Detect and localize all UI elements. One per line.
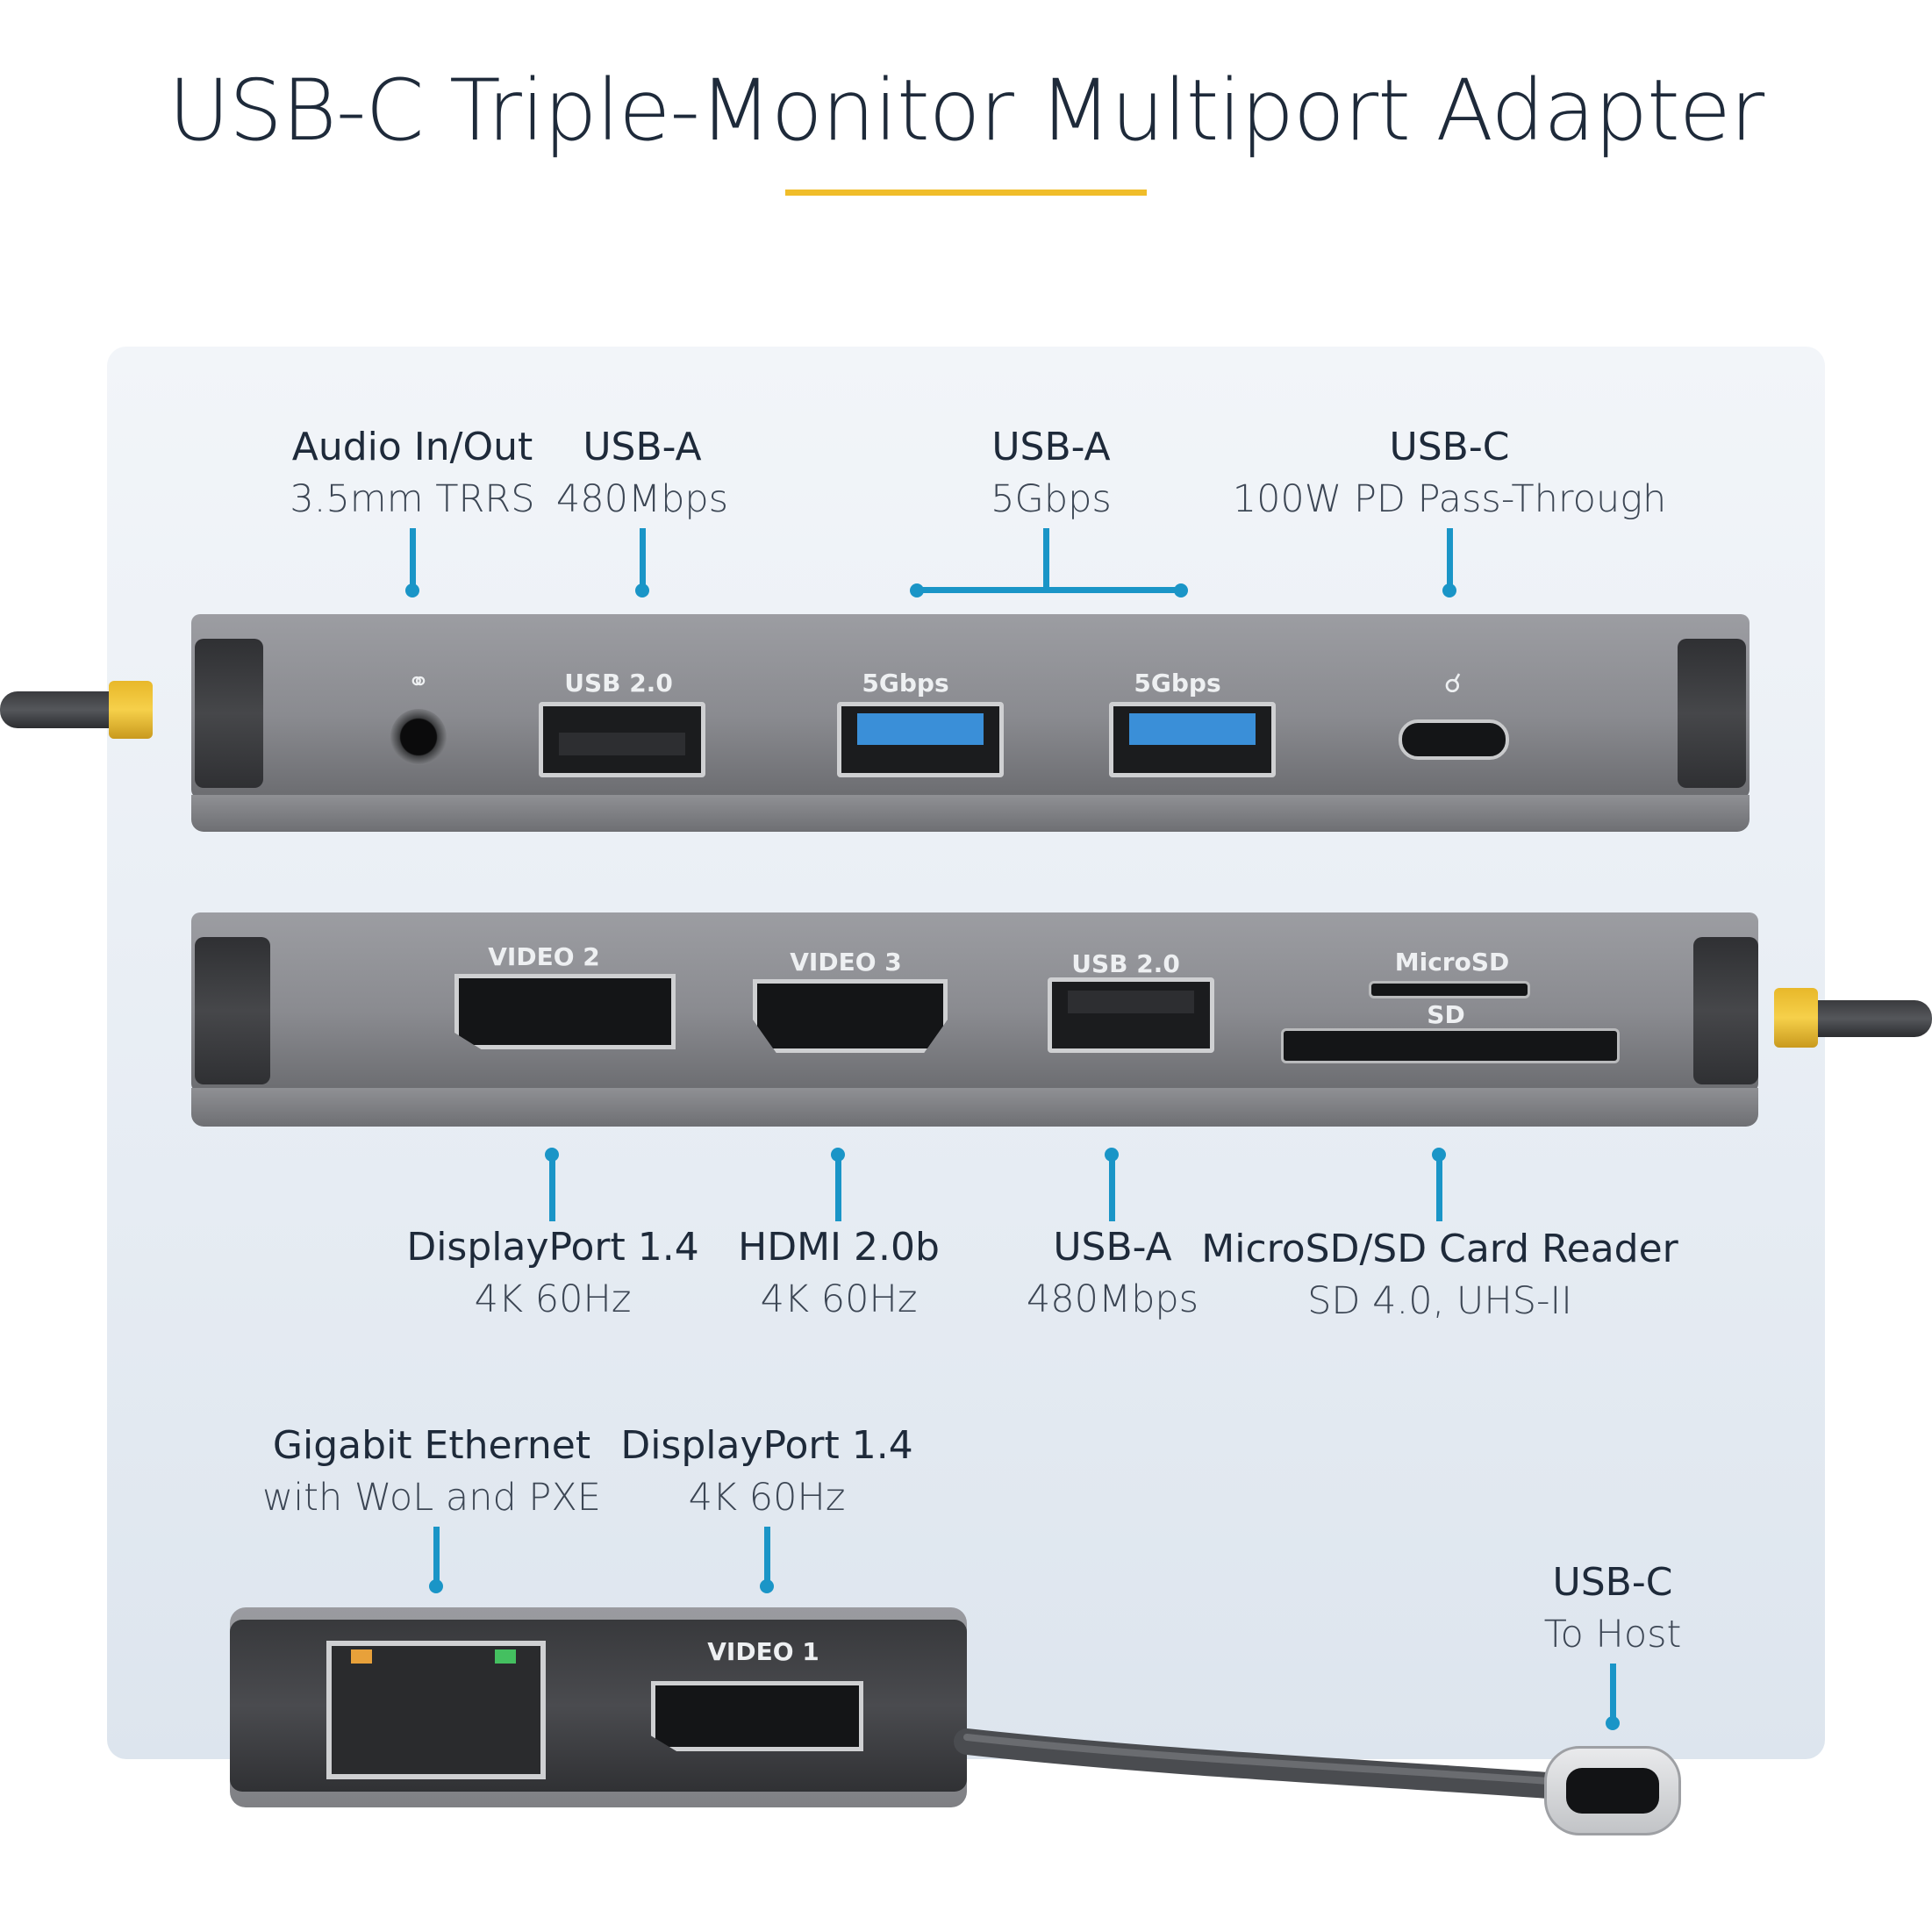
label-usbc-pd-sub: 100W PD Pass-Through: [1232, 477, 1667, 521]
mid-device-endcap-left: [195, 937, 270, 1084]
label-card-reader-main: MicroSD/SD Card Reader: [1201, 1227, 1678, 1271]
top-device-cable: [0, 691, 123, 728]
label-hdmi-main: HDMI 2.0b: [738, 1225, 940, 1270]
label-ethernet-main: Gigabit Ethernet: [272, 1423, 591, 1468]
usba-5gbps-port-a: [837, 702, 1004, 777]
callout-bracket-usba-5gbps: [917, 587, 1182, 593]
usba-5gbps-port-b: [1109, 702, 1276, 777]
label-host: USB-C To Host: [1544, 1556, 1682, 1660]
displayport-video2-port: [454, 974, 676, 1049]
callout-line-audio: [410, 528, 416, 590]
label-dp1-main: DisplayPort 1.4: [620, 1423, 913, 1468]
usba-480-port-top: [539, 702, 705, 777]
sd-marking: SD: [1427, 1000, 1465, 1029]
label-dp2: DisplayPort 1.4 4K 60Hz: [406, 1221, 698, 1325]
label-usbc-pd: USB-C 100W PD Pass-Through: [1233, 421, 1667, 525]
callout-dot-usba-5gbps-left: [910, 583, 924, 597]
video1-marking: VIDEO 1: [707, 1637, 819, 1666]
callout-dot-ethernet: [429, 1579, 443, 1593]
callout-line-hdmi: [835, 1155, 841, 1221]
callout-line-usba-5gbps: [1043, 528, 1049, 590]
callout-dot-card: [1432, 1148, 1446, 1162]
callout-dot-dp1: [760, 1579, 774, 1593]
label-hdmi: HDMI 2.0b 4K 60Hz: [738, 1221, 940, 1325]
label-card-reader-sub: SD 4.0, UHS-II: [1307, 1279, 1572, 1323]
rj45-port: [326, 1641, 546, 1779]
label-host-sub: To Host: [1543, 1613, 1682, 1657]
callout-dot-hdmi: [831, 1148, 845, 1162]
ethernet-led-green: [495, 1649, 516, 1664]
label-usba-5gbps-main: USB-A: [991, 425, 1111, 469]
sd-slot: [1281, 1028, 1620, 1063]
label-usba-5gbps: USB-A 5Gbps: [991, 421, 1112, 525]
callout-line-card: [1436, 1155, 1442, 1221]
callout-line-usba-480-top: [640, 528, 646, 590]
callout-dot-host: [1606, 1716, 1620, 1730]
mid-device-bottom: [191, 1088, 1758, 1127]
label-usba-mid-main: USB-A: [1053, 1225, 1172, 1270]
callout-line-dp2: [549, 1155, 555, 1221]
label-usbc-pd-main: USB-C: [1389, 425, 1510, 469]
microsd-slot: [1369, 981, 1530, 998]
label-dp1-sub: 4K 60Hz: [688, 1476, 846, 1520]
label-hdmi-sub: 4K 60Hz: [760, 1277, 918, 1321]
headset-icon: ⚭: [407, 667, 430, 698]
usb20-mid-marking: USB 2.0: [1071, 949, 1180, 978]
callout-line-usbc-pd: [1447, 528, 1453, 590]
video2-marking: VIDEO 2: [488, 942, 600, 971]
ethernet-led-amber: [351, 1649, 372, 1664]
power-plug-icon: ☌: [1443, 669, 1463, 699]
callout-dot-audio: [405, 583, 419, 597]
label-usba-mid-sub: 480Mbps: [1026, 1277, 1199, 1321]
label-usba-480-top: USB-A 480Mbps: [556, 421, 728, 525]
label-dp2-sub: 4K 60Hz: [474, 1277, 632, 1321]
microsd-marking: MicroSD: [1394, 948, 1510, 977]
displayport-video1-port: [651, 1681, 863, 1751]
label-audio-sub: 3.5mm TRRS: [290, 477, 535, 521]
label-audio: Audio In/Out 3.5mm TRRS: [290, 421, 534, 525]
top-device-endcap-right: [1678, 639, 1746, 788]
title-underline: [785, 190, 1147, 196]
top-device-endcap-left: [195, 639, 263, 788]
label-ethernet-sub: with WoL and PXE: [262, 1476, 601, 1520]
label-dp1: DisplayPort 1.4 4K 60Hz: [620, 1420, 912, 1523]
label-usba-480-top-sub: 480Mbps: [555, 477, 729, 521]
label-usba-480-top-main: USB-A: [583, 425, 702, 469]
label-usba-mid: USB-A 480Mbps: [1027, 1221, 1199, 1325]
top-device-cable-collar: [109, 681, 153, 739]
mid-device-endcap-right: [1693, 937, 1758, 1084]
label-host-main: USB-C: [1552, 1560, 1673, 1605]
5gbps-marking-a: 5Gbps: [862, 669, 949, 698]
video3-marking: VIDEO 3: [790, 948, 902, 977]
audio-jack: [390, 709, 447, 765]
callout-dot-usbc-pd: [1442, 583, 1456, 597]
label-ethernet: Gigabit Ethernet with WoL and PXE: [262, 1420, 601, 1523]
label-dp2-main: DisplayPort 1.4: [406, 1225, 699, 1270]
5gbps-marking-b: 5Gbps: [1134, 669, 1221, 698]
usba-480-port-mid: [1048, 977, 1214, 1053]
label-card-reader: MicroSD/SD Card Reader SD 4.0, UHS-II: [1201, 1223, 1678, 1327]
callout-dot-usba-480-top: [635, 583, 649, 597]
usb20-top-marking: USB 2.0: [564, 669, 673, 698]
callout-dot-dp2: [545, 1148, 559, 1162]
callout-line-dp1: [764, 1527, 770, 1585]
callout-line-ethernet: [433, 1527, 440, 1585]
usbc-host-plug: [1544, 1746, 1681, 1835]
label-usba-5gbps-sub: 5Gbps: [991, 477, 1112, 521]
mid-device-cable-collar: [1774, 988, 1818, 1048]
usbc-pd-port: [1399, 719, 1509, 760]
mid-device-cable: [1816, 1000, 1932, 1037]
hdmi-video3-port: [753, 979, 948, 1053]
page-title: USB-C Triple-Monitor Multiport Adapter: [168, 61, 1764, 160]
label-audio-main: Audio In/Out: [291, 425, 533, 469]
callout-dot-usba-mid: [1105, 1148, 1119, 1162]
top-device-bottom: [191, 795, 1750, 832]
callout-line-usba-mid: [1109, 1155, 1115, 1221]
callout-dot-usba-5gbps-right: [1174, 583, 1188, 597]
callout-line-host: [1610, 1664, 1616, 1721]
